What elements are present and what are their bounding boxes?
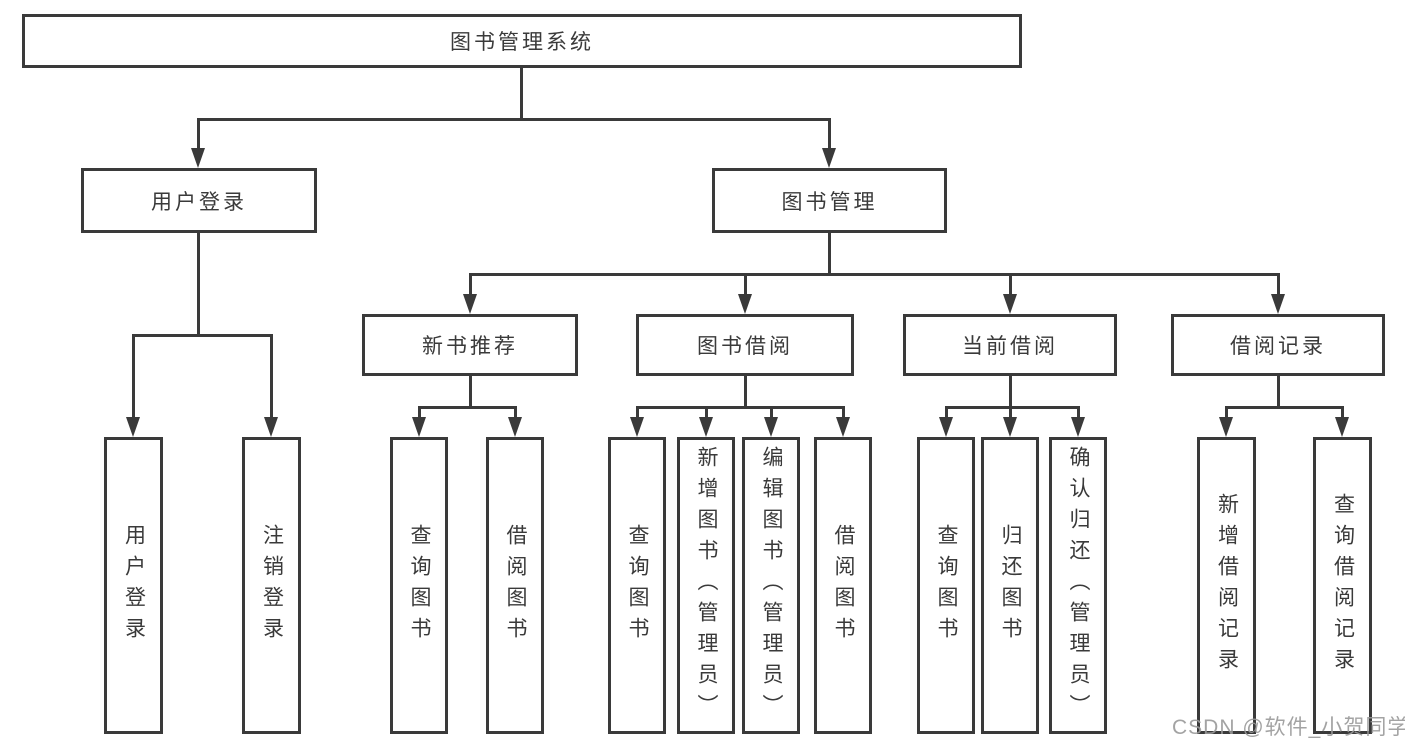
node-borrowing-records: 借阅记录 (1171, 314, 1385, 376)
arrowhead-icon (939, 417, 953, 437)
arrowhead-icon (836, 417, 850, 437)
connector-line (514, 406, 517, 418)
leaf-current-return-books: 归还图书 (981, 437, 1039, 734)
arrowhead-icon (1071, 417, 1085, 437)
connector-line (1277, 273, 1280, 295)
arrowhead-icon (1003, 417, 1017, 437)
leaf-records-add-record: 新增借阅记录 (1197, 437, 1256, 734)
leaf-newbook-query-books: 查询图书 (390, 437, 448, 734)
connector-line (770, 406, 773, 418)
node-library-management-system: 图书管理系统 (22, 14, 1022, 68)
connector-line (828, 233, 831, 276)
node-user-login: 用户登录 (81, 168, 317, 233)
connector-line (1341, 406, 1344, 418)
connector-line (744, 273, 747, 295)
leaf-records-query-record: 查询借阅记录 (1313, 437, 1372, 734)
arrowhead-icon (508, 417, 522, 437)
leaf-current-confirm-return-admin: 确认归还（管理员） (1049, 437, 1107, 734)
connector-line (132, 334, 273, 337)
arrowhead-icon (264, 417, 278, 437)
arrowhead-icon (126, 417, 140, 437)
arrowhead-icon (463, 294, 477, 314)
connector-line (469, 273, 1280, 276)
connector-line (520, 68, 523, 121)
connector-line (744, 376, 747, 409)
connector-line (636, 406, 639, 418)
node-current-borrowing: 当前借阅 (903, 314, 1117, 376)
connector-line (132, 334, 135, 418)
connector-line (197, 118, 200, 148)
arrowhead-icon (412, 417, 426, 437)
connector-line (270, 334, 273, 418)
connector-line (1009, 273, 1012, 295)
arrowhead-icon (191, 148, 205, 168)
connector-line (1225, 406, 1228, 418)
leaf-borrowing-query-books: 查询图书 (608, 437, 666, 734)
arrowhead-icon (630, 417, 644, 437)
arrowhead-icon (822, 148, 836, 168)
csdn-watermark: CSDN @软件_小贺同学 (1172, 716, 1405, 739)
connector-line (828, 118, 831, 148)
connector-line (469, 376, 472, 409)
connector-line (418, 406, 517, 409)
connector-line (945, 406, 1080, 409)
connector-line (1009, 406, 1012, 418)
arrowhead-icon (1271, 294, 1285, 314)
arrowhead-icon (764, 417, 778, 437)
leaf-borrowing-borrow-books: 借阅图书 (814, 437, 872, 734)
arrowhead-icon (738, 294, 752, 314)
connector-line (197, 118, 831, 121)
leaf-borrowing-edit-books-admin: 编辑图书（管理员） (742, 437, 800, 734)
node-book-management: 图书管理 (712, 168, 947, 233)
connector-line (636, 406, 845, 409)
leaf-user-login: 用户登录 (104, 437, 163, 734)
node-book-borrowing: 图书借阅 (636, 314, 854, 376)
connector-line (1077, 406, 1080, 418)
connector-line (842, 406, 845, 418)
leaf-current-query-books: 查询图书 (917, 437, 975, 734)
leaf-newbook-borrow-books: 借阅图书 (486, 437, 544, 734)
connector-line (418, 406, 421, 418)
node-new-book-recommend: 新书推荐 (362, 314, 578, 376)
connector-line (1277, 376, 1280, 409)
connector-line (705, 406, 708, 418)
leaf-logout: 注销登录 (242, 437, 301, 734)
connector-line (197, 233, 200, 337)
arrowhead-icon (1335, 417, 1349, 437)
connector-line (1009, 376, 1012, 409)
connector-line (1225, 406, 1344, 409)
arrowhead-icon (699, 417, 713, 437)
arrowhead-icon (1219, 417, 1233, 437)
arrowhead-icon (1003, 294, 1017, 314)
leaf-borrowing-add-books-admin: 新增图书（管理员） (677, 437, 735, 734)
connector-line (945, 406, 948, 418)
connector-line (469, 273, 472, 295)
